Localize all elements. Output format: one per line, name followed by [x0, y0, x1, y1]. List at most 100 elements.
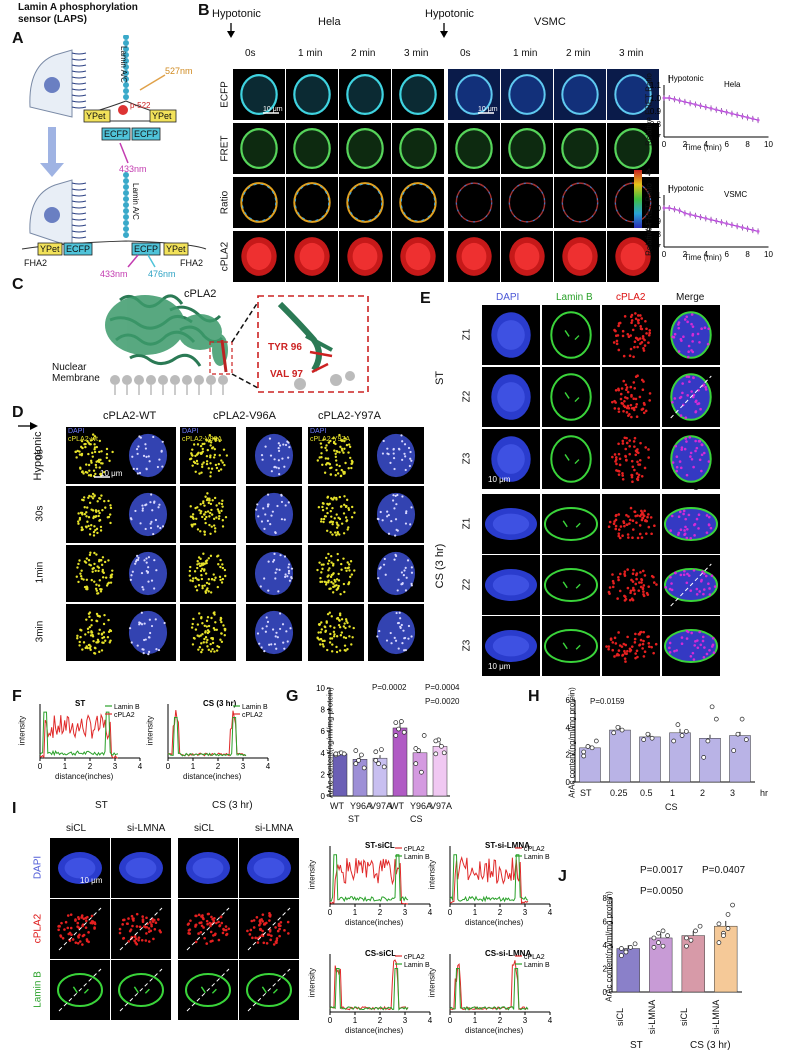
b-row-label-hela-0: ECFP: [220, 70, 231, 120]
i-row-2: Lamin B: [33, 960, 44, 1020]
e-cs-1-3: [662, 555, 720, 615]
data-point: [656, 931, 660, 935]
b-hela-ECFP-2: [339, 69, 391, 120]
x-tick-label: 6: [724, 140, 729, 149]
data-point: [684, 936, 688, 940]
x-tick-label: 3: [403, 1016, 408, 1025]
data-point: [359, 753, 363, 757]
plot-title: CS-siCL: [365, 949, 396, 958]
e-cs-0-3: [662, 494, 720, 554]
g-p-1: P=0.0004: [425, 683, 459, 692]
cpla2-profile-line: [168, 710, 246, 756]
i-tile-0-1: [111, 838, 171, 898]
laminb-profile-line: [330, 855, 408, 901]
e-st-1-2: [602, 367, 660, 427]
legend-entry: Lamin B: [242, 704, 268, 711]
e-cs-0-0: [482, 494, 540, 554]
laps-ecfp-right: ECFP: [134, 129, 158, 139]
x-tick-label: 2: [498, 908, 503, 917]
h-cat-1: 0.25: [610, 788, 628, 798]
legend-entry: Lamin B: [524, 854, 550, 861]
h-cat-2: 0.5: [640, 788, 653, 798]
f-plot-st-xlabel: distance(inches): [55, 772, 113, 781]
d-tile-1-5: [368, 486, 424, 543]
h-cat-4: 2: [700, 788, 705, 798]
data-point: [397, 727, 401, 731]
b-vsmc-Ratio-2: [554, 177, 606, 228]
d-legend-dapi-0: DAPI: [68, 428, 84, 435]
data-point: [751, 229, 754, 232]
data-point: [680, 734, 684, 738]
data-point: [362, 766, 366, 770]
data-point: [744, 738, 748, 742]
i-tile-0-3: [239, 838, 299, 898]
d-row-label-0: 0s: [35, 435, 46, 475]
data-point: [673, 98, 676, 101]
laps-ypet-bl: YPet: [40, 244, 60, 254]
c-tyr96-label: TYR 96: [268, 342, 302, 353]
data-point: [342, 752, 346, 756]
data-point: [725, 222, 728, 225]
i-col-3: si-LMNA: [255, 823, 293, 834]
j-group-cs: CS (3 hr): [690, 1040, 731, 1051]
d-tile-3-5: [368, 604, 424, 661]
b-row-label-hela-2: Ratio: [220, 178, 231, 228]
b-vsmc-ECFP-2: [554, 69, 606, 120]
e-col-top-2: cPLA2: [616, 292, 645, 303]
data-point: [633, 942, 637, 946]
data-point: [357, 758, 361, 762]
b-vsmc-ECFP-1: [501, 69, 553, 120]
g-ylabel: ArAc content(ng/ml/mg protein): [326, 668, 335, 818]
b-hela-FRET-1: [286, 123, 338, 174]
g-cat-1: Y96A: [350, 801, 372, 811]
g-group-st: ST: [348, 814, 360, 824]
d-tile-1-1: [120, 486, 176, 543]
data-point: [439, 744, 443, 748]
x-tick-label: 0: [328, 1016, 333, 1025]
g-cat-3: WT: [390, 801, 404, 811]
e-cs-0-2: [602, 494, 660, 554]
data-point: [717, 941, 721, 945]
data-point: [710, 107, 713, 110]
b-vsmc-cPLA2-0: [448, 231, 500, 282]
e-cs-1-0: [482, 555, 540, 615]
g-cat-4: Y96A: [410, 801, 432, 811]
j-ylabel: ArAc content(ng/ml/mg protein): [605, 872, 614, 1022]
b-hela-Ratio-0: [233, 177, 285, 228]
data-point: [419, 770, 423, 774]
x-tick-label: 4: [548, 908, 553, 917]
c-val97-label: VAL 97: [270, 369, 303, 380]
laps-ypet-right: YPet: [152, 111, 172, 121]
b-vsmc-ECFP-0: 10 μm: [448, 69, 500, 120]
data-point: [582, 754, 586, 758]
data-point: [399, 719, 403, 723]
data-point: [379, 748, 383, 752]
b-hela-Ratio-3: [392, 177, 444, 228]
e-st-0-2: [602, 305, 660, 365]
data-point: [715, 108, 718, 111]
b-time-hela-3: 3 min: [404, 48, 428, 59]
j-group-st: ST: [630, 1040, 643, 1051]
data-point: [661, 929, 665, 933]
d-tile-3-1: [120, 604, 176, 661]
panel-label-g: G: [286, 688, 298, 706]
b-vsmc-Ratio-1: [501, 177, 553, 228]
e-col-top-3: Merge: [676, 292, 704, 303]
b-hypotonic-vsmc: Hypotonic: [425, 8, 474, 20]
b-vsmc-FRET-1: [501, 123, 553, 174]
c-structure: [50, 280, 390, 400]
b-chart-xlabel-1: Time (min): [684, 253, 722, 262]
i-row-1: cPLA2: [33, 899, 44, 959]
f-plot-st-ylabel: intensity: [18, 711, 27, 751]
laps-ypet-br: YPet: [166, 244, 186, 254]
data-point: [702, 755, 706, 759]
x-tick-label: 1: [353, 1016, 358, 1025]
data-point: [694, 929, 698, 933]
b-hela-cPLA2-3: [392, 231, 444, 282]
b-chart-ylabel-1: Relative FRET Ratio: [645, 170, 654, 270]
data-point: [736, 732, 740, 736]
x-tick-label: 4: [266, 762, 271, 771]
e-st-0-0: [482, 305, 540, 365]
data-point: [394, 734, 398, 738]
data-point: [714, 717, 718, 721]
